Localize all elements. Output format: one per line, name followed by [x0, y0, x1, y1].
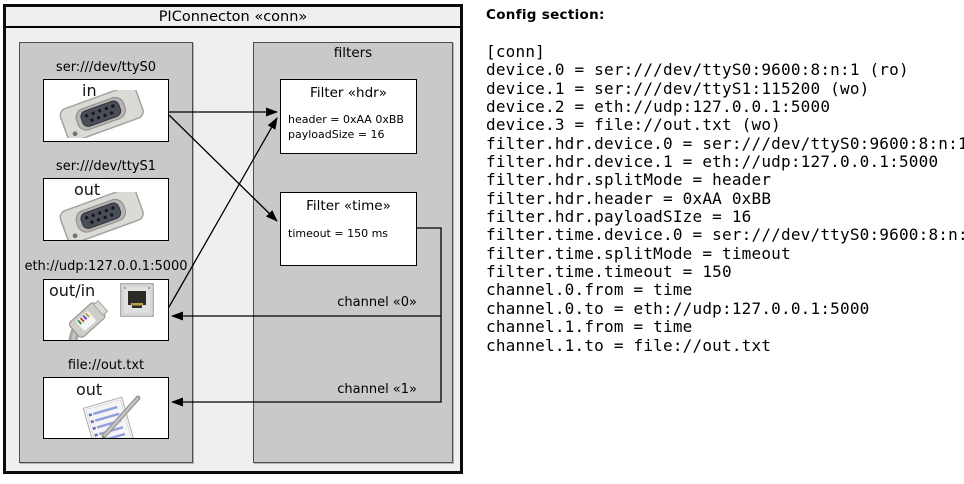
filter-hdr-param-header: header = 0xAA 0xBB [288, 113, 404, 126]
filters-panel-title: filters [333, 45, 373, 61]
filter-time-box: Filter «time» timeout = 150 ms [280, 192, 417, 266]
device-label-ttys0: ser:///dev/ttyS0 [55, 60, 157, 75]
filter-time-title: Filter «time» [306, 198, 391, 214]
config-line: device.0 = ser:///dev/ttyS0:9600:8:n:1 (… [486, 60, 909, 80]
pen-icon [101, 395, 141, 438]
device-direction: out [76, 380, 103, 399]
device-label-ttys1: ser:///dev/ttyS1 [55, 159, 157, 174]
config-line: filter.hdr.payloadSIze = 16 [486, 207, 752, 227]
config-line: channel.1.to = file://out.txt [486, 335, 772, 355]
device-box-ttys0: in [43, 79, 169, 142]
config-heading: Config section: [486, 7, 605, 23]
config-line: filter.time.splitMode = timeout [486, 243, 791, 263]
config-line: channel.1.from = time [486, 317, 693, 337]
config-line: filter.hdr.device.0 = ser:///dev/ttyS0:9… [486, 133, 964, 153]
config-line: device.3 = file://out.txt (wo) [486, 115, 781, 135]
device-box-file: out [43, 377, 169, 439]
config-line: filter.time.timeout = 150 [486, 262, 732, 282]
config-line: filter.hdr.splitMode = header [486, 170, 772, 190]
config-line: filter.hdr.device.1 = eth://udp:127.0.0.… [486, 152, 939, 172]
arrow-eth-to-hdr [168, 117, 278, 308]
connection-arrows [168, 107, 442, 407]
arrow-ttys0-to-time [168, 114, 278, 222]
config-line: channel.0.to = eth://udp:127.0.0.1:5000 [486, 298, 870, 318]
arrow-channel-1 [171, 227, 442, 407]
device-label-file: file://out.txt [67, 358, 145, 373]
filter-hdr-param-payloadsize: payloadSize = 16 [288, 128, 385, 141]
filter-hdr-box: Filter «hdr» header = 0xAA 0xBB payloadS… [280, 79, 417, 154]
diagram-title: PIConnecton «conn» [6, 7, 460, 28]
filter-time-param-timeout: timeout = 150 ms [288, 227, 389, 240]
serial-connector-icon [59, 90, 144, 138]
device-label-eth: eth://udp:127.0.0.1:5000 [24, 259, 188, 274]
device-box-eth: out/in [43, 279, 169, 341]
config-line: filter.hdr.header = 0xAA 0xBB [486, 188, 772, 208]
channel-0-label: channel «0» [337, 295, 417, 310]
device-box-ttys1: out [43, 178, 169, 241]
config-line: filter.time.device.0 = ser:///dev/ttyS0:… [486, 225, 964, 245]
serial-connector-icon [59, 192, 144, 240]
config-line: channel.0.from = time [486, 280, 693, 300]
channel-1-label: channel «1» [337, 382, 417, 397]
device-direction: in [82, 81, 97, 100]
notepad-icon [82, 395, 141, 438]
config-text: [conn] device.0 = ser:///dev/ttyS0:9600:… [486, 42, 964, 355]
device-direction: out [74, 180, 101, 199]
ethernet-connector-icon [68, 300, 109, 340]
ethernet-jack-icon [120, 283, 154, 317]
config-line: device.1 = ser:///dev/ttyS1:115200 (wo) [486, 78, 870, 98]
device-direction: out/in [49, 281, 96, 300]
filter-hdr-title: Filter «hdr» [310, 85, 387, 101]
config-line: device.2 = eth://udp:127.0.0.1:5000 [486, 97, 831, 117]
config-line: [conn] [486, 42, 545, 61]
